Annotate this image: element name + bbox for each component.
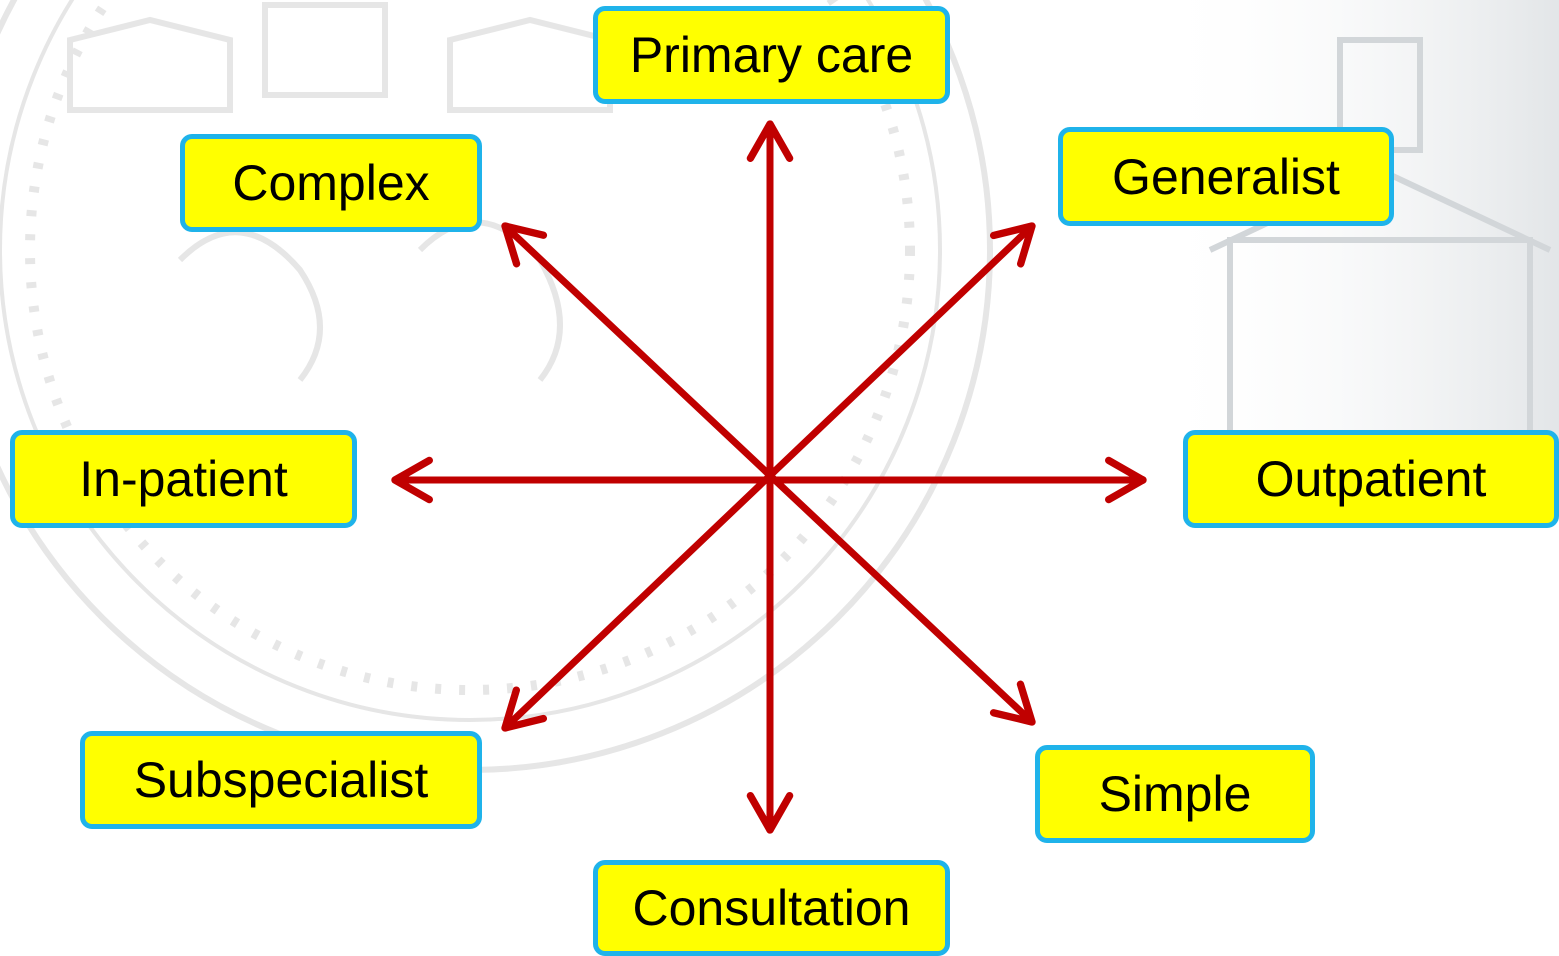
node-in-patient: In-patient bbox=[10, 430, 357, 528]
node-complex: Complex bbox=[180, 134, 482, 232]
node-label: In-patient bbox=[79, 451, 288, 507]
node-label: Outpatient bbox=[1255, 451, 1487, 507]
node-label: Generalist bbox=[1112, 148, 1340, 205]
node-outpatient: Outpatient bbox=[1183, 430, 1559, 528]
node-simple: Simple bbox=[1035, 745, 1315, 843]
node-generalist: Generalist bbox=[1058, 127, 1394, 226]
node-label: Simple bbox=[1098, 766, 1252, 822]
node-subspecialist: Subspecialist bbox=[80, 731, 482, 829]
arrow-generalist-subspecialist bbox=[501, 222, 1036, 732]
node-label: Primary care bbox=[629, 27, 914, 83]
node-label: Consultation bbox=[632, 880, 911, 936]
node-primary-care: Primary care bbox=[593, 6, 950, 104]
node-consultation: Consultation bbox=[593, 860, 950, 956]
node-label: Complex bbox=[232, 155, 430, 211]
node-label: Subspecialist bbox=[133, 752, 429, 808]
